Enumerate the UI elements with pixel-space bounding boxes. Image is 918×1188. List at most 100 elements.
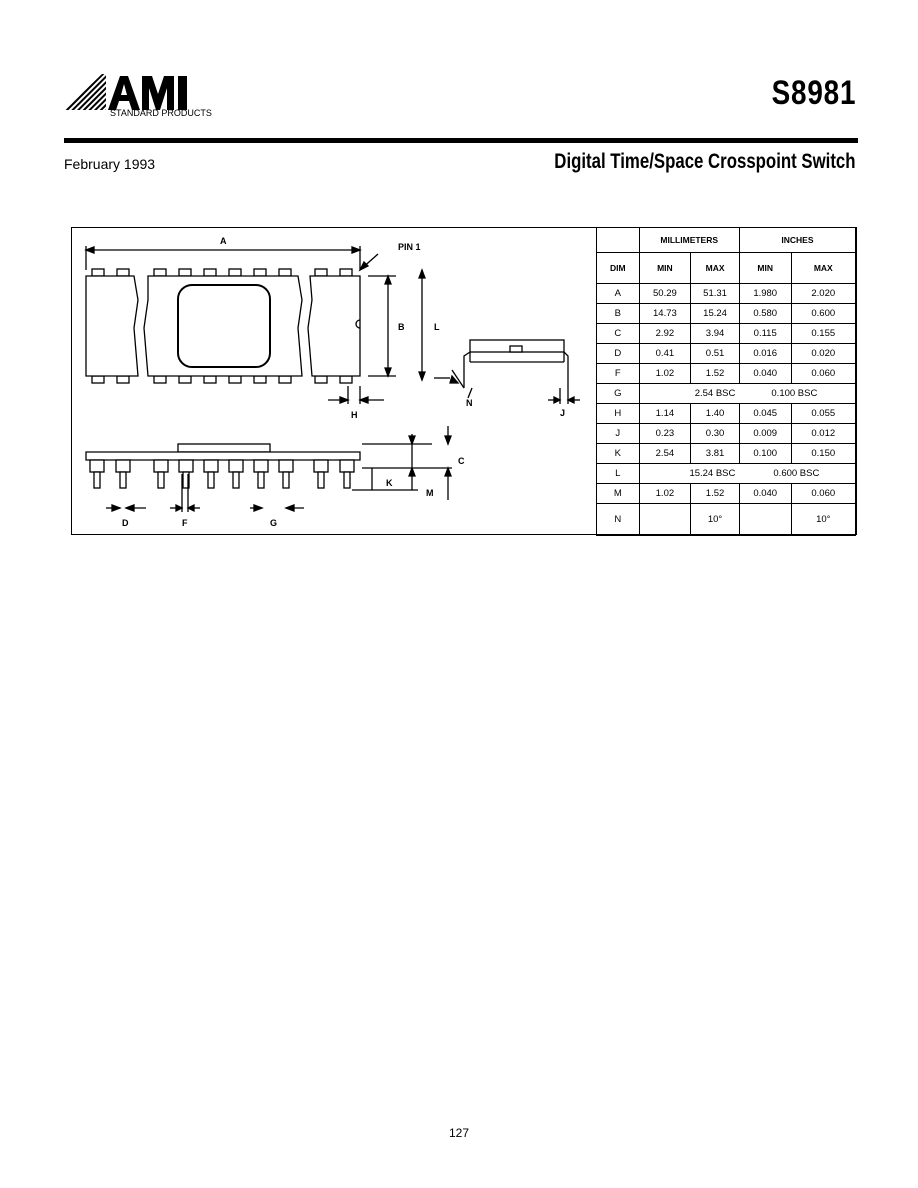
cell-in-min: 0.115 bbox=[738, 323, 792, 344]
cell-in-span: 0.600 BSC bbox=[739, 463, 857, 484]
cell-mm-min: 14.73 bbox=[638, 303, 692, 324]
document-title: Digital Time/Space Crosspoint Switch bbox=[554, 150, 856, 173]
cell-in-max: 0.060 bbox=[790, 363, 857, 384]
cell-in-span: 0.100 BSC bbox=[739, 383, 857, 404]
cell-in-max: 0.020 bbox=[790, 343, 857, 364]
header-rule bbox=[64, 138, 858, 143]
cell-mm-min: 50.29 bbox=[638, 283, 692, 304]
cell-dim: A bbox=[596, 283, 640, 304]
table-row: A 50.29 51.31 1.980 2.020 bbox=[596, 283, 857, 304]
cell-in-min: 0.040 bbox=[738, 363, 792, 384]
cell-dim: D bbox=[596, 343, 640, 364]
cell-mm-max: 1.52 bbox=[690, 483, 740, 504]
cell-mm-max: 0.51 bbox=[690, 343, 740, 364]
cell-dim: J bbox=[596, 423, 640, 444]
cell-mm-max: 3.81 bbox=[690, 443, 740, 464]
column-header-dim: DIM bbox=[596, 252, 640, 284]
cell-in-min: 1.980 bbox=[738, 283, 792, 304]
cell-dim: K bbox=[596, 443, 640, 464]
cell-mm-max: 3.94 bbox=[690, 323, 740, 344]
cell-mm-min: 1.14 bbox=[638, 403, 692, 424]
cell-in-min: 0.045 bbox=[738, 403, 792, 424]
cell-dim: C bbox=[596, 323, 640, 344]
table-row: J 0.23 0.30 0.009 0.012 bbox=[596, 423, 857, 444]
cell-in-max: 0.150 bbox=[790, 443, 857, 464]
cell-mm-max: 0.30 bbox=[690, 423, 740, 444]
cell-mm-min: 0.23 bbox=[638, 423, 692, 444]
cell-mm-span: 15.24 BSC bbox=[638, 463, 740, 484]
table-row: N 10° 10° bbox=[596, 503, 857, 536]
dim-label-h: H bbox=[351, 410, 358, 420]
dim-label-c: C bbox=[458, 456, 465, 466]
table-row: M 1.02 1.52 0.040 0.060 bbox=[596, 483, 857, 504]
group-header-millimeters: MILLIMETERS bbox=[638, 227, 740, 253]
cell-dim: N bbox=[596, 503, 640, 536]
part-number: S8981 bbox=[771, 74, 856, 112]
cell-mm-max: 1.40 bbox=[690, 403, 740, 424]
package-drawing: A PIN 1 B L H N J C K M D F G bbox=[84, 236, 580, 528]
dimension-table: MILLIMETERS INCHES DIM MIN MAX MIN MAX A… bbox=[596, 227, 857, 536]
cell-in-max: 0.012 bbox=[790, 423, 857, 444]
cell-in-max: 0.060 bbox=[790, 483, 857, 504]
dim-label-k: K bbox=[386, 478, 393, 488]
dim-label-m: M bbox=[426, 488, 434, 498]
column-header-in-min: MIN bbox=[738, 252, 792, 284]
table-row: G 2.54 BSC 0.100 BSC bbox=[596, 383, 857, 404]
table-row: K 2.54 3.81 0.100 0.150 bbox=[596, 443, 857, 464]
cell-mm-min bbox=[638, 503, 692, 536]
dim-label-n: N bbox=[466, 398, 473, 408]
cell-mm-max: 51.31 bbox=[690, 283, 740, 304]
column-header-mm-min: MIN bbox=[638, 252, 692, 284]
cell-dim: F bbox=[596, 363, 640, 384]
dim-label-l: L bbox=[434, 322, 440, 332]
dim-label-d: D bbox=[122, 518, 129, 528]
table-row: L 15.24 BSC 0.600 BSC bbox=[596, 463, 857, 484]
cell-mm-max: 1.52 bbox=[690, 363, 740, 384]
ami-logo bbox=[64, 72, 224, 122]
dim-label-pin1: PIN 1 bbox=[398, 242, 421, 252]
logo-subtext: STANDARD PRODUCTS bbox=[110, 108, 212, 118]
package-outline-figure: A PIN 1 B L H N J C K M D F G MILLIMETER… bbox=[71, 227, 857, 536]
cell-in-min: 0.040 bbox=[738, 483, 792, 504]
column-header-mm-max: MAX bbox=[690, 252, 740, 284]
cell-mm-max: 15.24 bbox=[690, 303, 740, 324]
cell-in-max: 0.155 bbox=[790, 323, 857, 344]
cell-mm-span: 2.54 BSC bbox=[638, 383, 740, 404]
dim-label-f: F bbox=[182, 518, 188, 528]
page-number: 127 bbox=[448, 1126, 470, 1140]
cell-in-min: 0.009 bbox=[738, 423, 792, 444]
cell-in-max: 0.600 bbox=[790, 303, 857, 324]
cell-in-max: 10° bbox=[790, 503, 857, 536]
dim-label-j: J bbox=[560, 408, 565, 418]
table-row: C 2.92 3.94 0.115 0.155 bbox=[596, 323, 857, 344]
table-row: D 0.41 0.51 0.016 0.020 bbox=[596, 343, 857, 364]
column-header-in-max: MAX bbox=[790, 252, 857, 284]
cell-in-min: 0.580 bbox=[738, 303, 792, 324]
dim-header-blank bbox=[596, 227, 640, 253]
cell-in-min bbox=[738, 503, 792, 536]
cell-mm-min: 1.02 bbox=[638, 363, 692, 384]
cell-in-min: 0.100 bbox=[738, 443, 792, 464]
cell-dim: H bbox=[596, 403, 640, 424]
cell-dim: B bbox=[596, 303, 640, 324]
cell-dim: G bbox=[596, 383, 640, 404]
cell-in-max: 0.055 bbox=[790, 403, 857, 424]
dim-label-a: A bbox=[220, 236, 227, 246]
cell-mm-min: 2.54 bbox=[638, 443, 692, 464]
group-header-inches: INCHES bbox=[738, 227, 857, 253]
cell-dim: M bbox=[596, 483, 640, 504]
cell-mm-min: 0.41 bbox=[638, 343, 692, 364]
dim-label-b: B bbox=[398, 322, 405, 332]
document-date: February 1993 bbox=[64, 156, 156, 172]
cell-dim: L bbox=[596, 463, 640, 484]
cell-mm-min: 1.02 bbox=[638, 483, 692, 504]
dim-label-g: G bbox=[270, 518, 277, 528]
cell-in-min: 0.016 bbox=[738, 343, 792, 364]
table-row: B 14.73 15.24 0.580 0.600 bbox=[596, 303, 857, 324]
ami-logo-mark bbox=[64, 74, 187, 110]
cell-mm-min: 2.92 bbox=[638, 323, 692, 344]
cell-mm-max: 10° bbox=[690, 503, 740, 536]
cell-in-max: 2.020 bbox=[790, 283, 857, 304]
table-row: H 1.14 1.40 0.045 0.055 bbox=[596, 403, 857, 424]
table-row: F 1.02 1.52 0.040 0.060 bbox=[596, 363, 857, 384]
